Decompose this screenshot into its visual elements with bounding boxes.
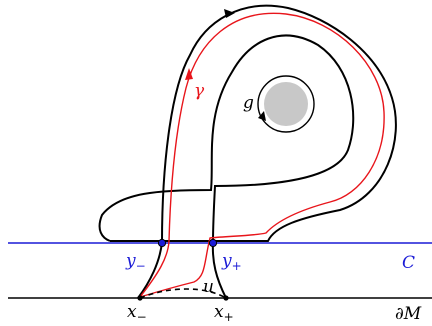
gamma-curve: [139, 12, 385, 298]
hole-disk: [264, 82, 308, 126]
label-gamma: γ: [194, 81, 205, 101]
label-x-minus: x−: [127, 302, 147, 324]
label-c: C: [402, 253, 415, 273]
gamma-arrow-icon: [185, 68, 193, 80]
point-y-minus: [157, 238, 167, 248]
label-boundary: ∂M: [395, 304, 422, 324]
label-g: g: [243, 93, 254, 113]
label-y-minus: y−: [125, 251, 146, 273]
hole-arrow-icon: [258, 111, 266, 121]
point-y-plus: [208, 238, 218, 248]
outer-arrow-icon: [224, 9, 235, 18]
label-y-plus: y+: [221, 251, 242, 273]
label-x-plus: x+: [214, 302, 234, 324]
label-u: u: [203, 277, 214, 297]
band-outer-boundary: [110, 4, 397, 299]
band-inner-boundary: [98, 34, 355, 299]
point-x-minus: [137, 295, 143, 301]
point-x-plus: [223, 295, 229, 301]
u-dashed-arc: [139, 288, 227, 299]
